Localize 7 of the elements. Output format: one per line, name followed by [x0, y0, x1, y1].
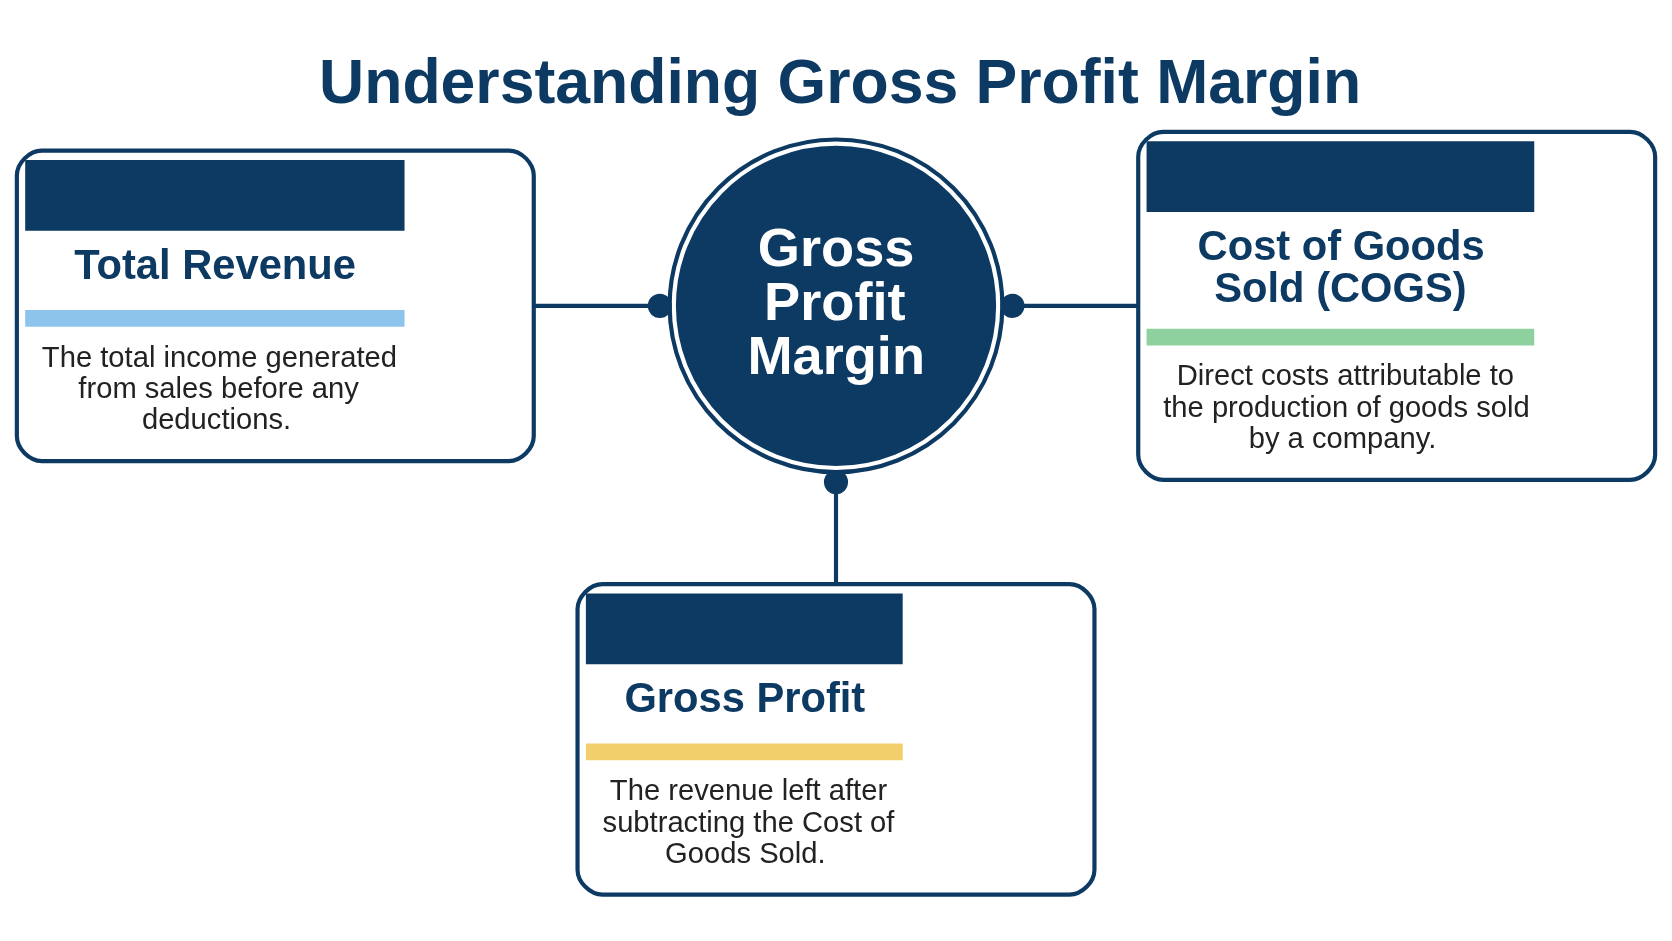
node-circle: Gross Profit Margin — [667, 137, 1005, 475]
connector — [1000, 293, 1138, 318]
connector — [534, 293, 672, 318]
diagram-title: Understanding Gross Profit Margin — [319, 45, 1362, 116]
node-box: Cost of Goods Sold (COGS) Direct costs attributable to the production of goods sold by a company. — [1136, 129, 1658, 482]
node-box: Total Revenue The total income generated from sales before any deductions. — [14, 148, 536, 464]
node-box: Gross Profit The revenue left after subtracting the Cost of Goods Sold. — [575, 582, 1097, 897]
